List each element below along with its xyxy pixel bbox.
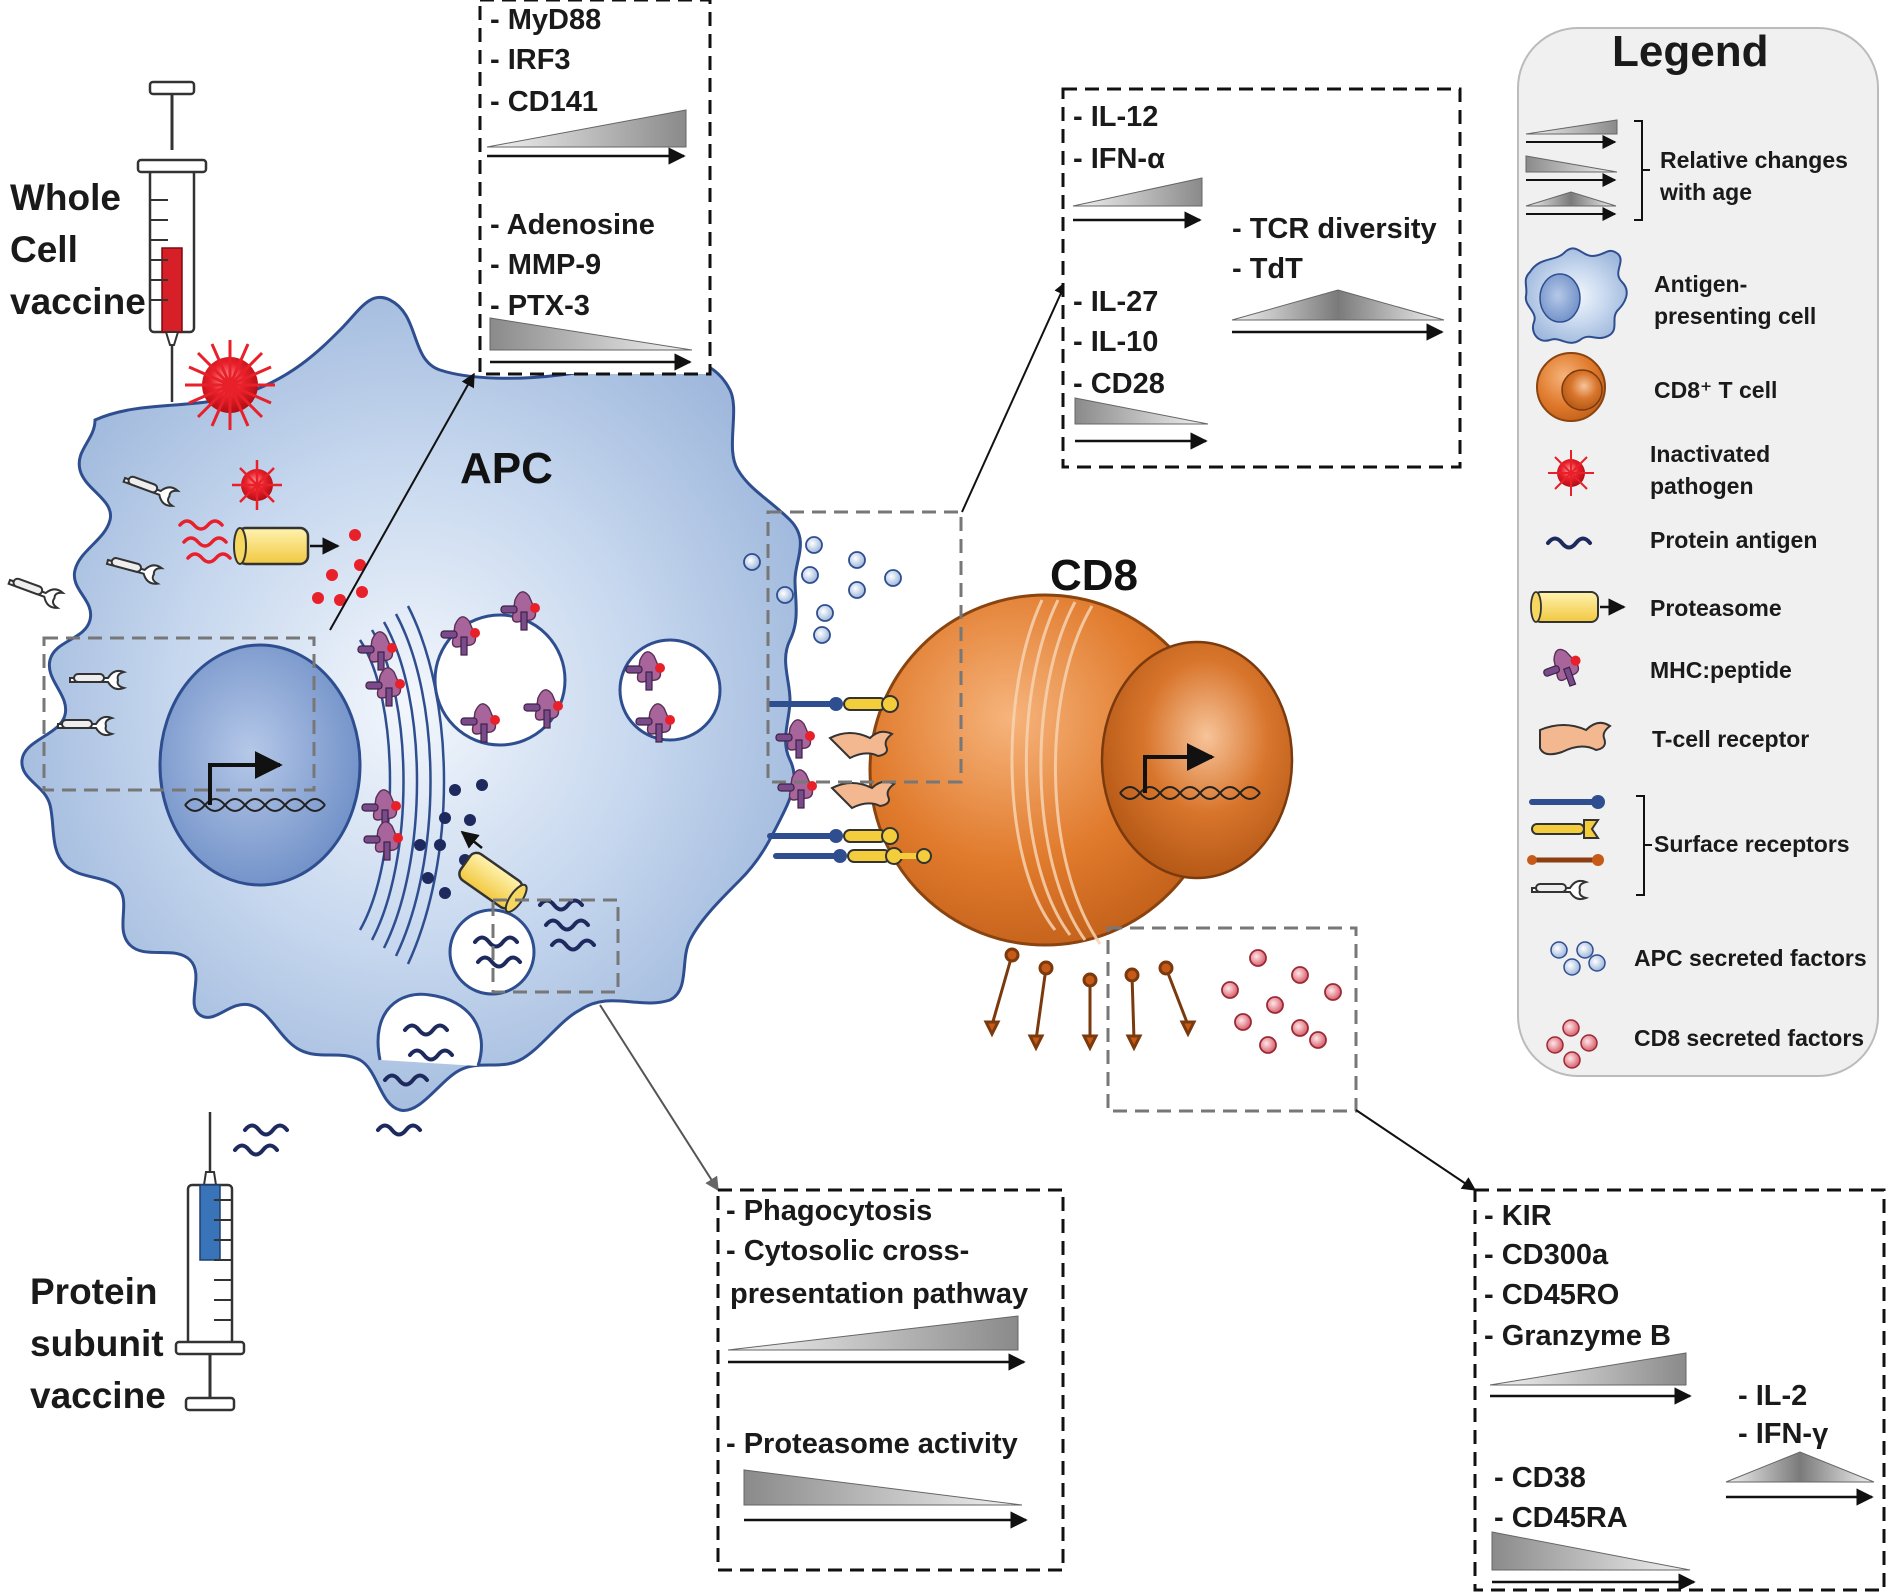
cd8-markers-decrease-2: - CD45RA (1494, 1502, 1628, 1534)
legend-label-protein-antigen: Protein antigen (1650, 527, 1818, 553)
legend-label-cd8-secreted: CD8 secreted factors (1634, 1025, 1865, 1051)
cd8-gene-arrow-icon (1143, 743, 1215, 793)
cd8-dna-icon (1119, 786, 1261, 800)
legend-trend-icons (1525, 119, 1650, 221)
apc-label: APC (460, 444, 553, 493)
apc-signaling-increase-1: - MyD88 (490, 4, 602, 36)
trend-peak-icon (1231, 289, 1445, 321)
apc-cytokines-increase-1: - IL-12 (1073, 101, 1159, 133)
legend-label-apc-secreted: APC secreted factors (1634, 945, 1867, 971)
legend-pathogen-icon (1548, 450, 1594, 496)
cd8-markers-peak-1: - IL-2 (1738, 1380, 1808, 1412)
apc-cytokines-decrease-2: - IL-10 (1073, 326, 1159, 358)
legend-cd8-icon (1536, 352, 1606, 422)
legend-label-cd8: CD8⁺ T cell (1654, 377, 1778, 403)
legend-label-apc: Antigen-presenting cell (1654, 271, 1817, 330)
proteasome-inner-arrow (460, 830, 483, 849)
cd8-secreted-factors (1221, 949, 1342, 1054)
antigen-processing-increase-3: presentation pathway (730, 1278, 1029, 1310)
trend-decrease-icon (743, 1469, 1023, 1506)
apc-dna-icon (184, 798, 326, 812)
legend-apc-icon (1524, 247, 1628, 344)
apc-cytokines-decrease-1: - IL-27 (1073, 286, 1159, 318)
cd8-markers-increase-1: - KIR (1484, 1200, 1552, 1232)
apc-cell (5, 295, 802, 1157)
whole-cell-syringe-icon (136, 80, 208, 402)
proteasome-top (233, 526, 340, 566)
trend-increase-icon (1489, 1352, 1687, 1386)
trend-increase-icon (727, 1315, 1019, 1351)
info-box-antigen-processing (716, 1188, 1065, 1572)
antigen-processing-increase-2: - Cytosolic cross- (726, 1235, 970, 1267)
legend-label-pathogen: Inactivated pathogen (1650, 441, 1771, 500)
cd8-cell (868, 593, 1294, 1052)
apc-cytokines-peak-2: - TdT (1232, 253, 1303, 285)
pathogen-internal-icon (232, 460, 282, 510)
cd8-markers-increase-3: - CD45RO (1484, 1279, 1620, 1311)
apc-gene-arrow-icon (208, 751, 283, 805)
cd8-bottom-receptors (983, 947, 1197, 1052)
apc-cytokines-peak-1: - TCR diversity (1232, 213, 1437, 245)
cd8-markers-decrease-1: - CD38 (1494, 1462, 1586, 1494)
legend-proteasome-icon (1530, 591, 1626, 623)
legend-apc-secreted-icon (1550, 941, 1606, 976)
cd8-markers-increase-2: - CD300a (1484, 1239, 1609, 1271)
apc-secreted-factors (743, 536, 902, 644)
legend-label-relative-changes: Relative changes with age (1660, 147, 1848, 206)
trend-increase-icon (486, 109, 687, 148)
trend-decrease-icon (1491, 1531, 1691, 1571)
cd8-nucleus (1100, 640, 1294, 880)
antigen-processing-increase-1: - Phagocytosis (726, 1195, 933, 1227)
legend-tcr-icon (1539, 721, 1612, 756)
apc-cytokines-increase-2: - IFN-α (1073, 143, 1165, 175)
antigen-processing-decrease-1: - Proteasome activity (726, 1428, 1018, 1460)
trend-increase-icon (1072, 177, 1203, 207)
legend-label-proteasome: Proteasome (1650, 595, 1782, 621)
apc-cytokines-decrease-3: - CD28 (1073, 368, 1165, 400)
peptide-dots (414, 779, 488, 899)
legend-cd8-secreted-icon (1546, 1019, 1598, 1069)
trend-peak-icon (1725, 1451, 1875, 1483)
proteasome-inner (458, 851, 528, 913)
legend-title: Legend (1612, 27, 1769, 76)
pathogen-antigen-squiggles (178, 519, 232, 564)
cd8-label: CD8 (1050, 551, 1138, 600)
trend-decrease-icon (489, 317, 693, 351)
legend-label-mhc-peptide: MHC:peptide (1650, 657, 1792, 683)
apc-er-stacks (358, 605, 446, 965)
cd8-er-stacks (1010, 599, 1102, 945)
apc-signaling-decrease-2: - MMP-9 (490, 249, 602, 281)
apc-signaling-increase-2: - IRF3 (490, 44, 571, 76)
whole-cell-vaccine-label: Whole Cell vaccine (10, 177, 146, 322)
protein-subunit-syringe-icon (174, 1112, 246, 1412)
info-box-cd8-markers (1473, 1188, 1886, 1592)
legend-panel (1517, 27, 1879, 1077)
immune-synapse-receptors (767, 695, 932, 865)
protein-subunit-vaccine-label: Protein subunit vaccine (30, 1271, 166, 1416)
trend-decrease-icon (1074, 397, 1209, 425)
apc-signaling-decrease-3: - PTX-3 (490, 290, 590, 322)
cd8-markers-increase-4: - Granzyme B (1484, 1320, 1671, 1352)
apc-invagination (376, 992, 483, 1067)
info-box-apc-cytokines (1061, 87, 1462, 469)
pathogen-external-icon (185, 340, 275, 430)
pathogen-fragments (312, 529, 368, 606)
apc-signaling-decrease-1: - Adenosine (490, 209, 655, 241)
legend-label-tcr: T-cell receptor (1652, 726, 1810, 752)
legend-label-surface-receptors: Surface receptors (1654, 831, 1850, 857)
apc-signaling-increase-3: - CD141 (490, 86, 598, 118)
cd8-markers-peak-2: - IFN-γ (1738, 1418, 1829, 1450)
connector-lines (329, 280, 1477, 1192)
zoom-boxes (42, 510, 1358, 1113)
legend-surface-receptors-icon (1527, 795, 1652, 901)
info-box-apc-signaling (478, 0, 712, 376)
